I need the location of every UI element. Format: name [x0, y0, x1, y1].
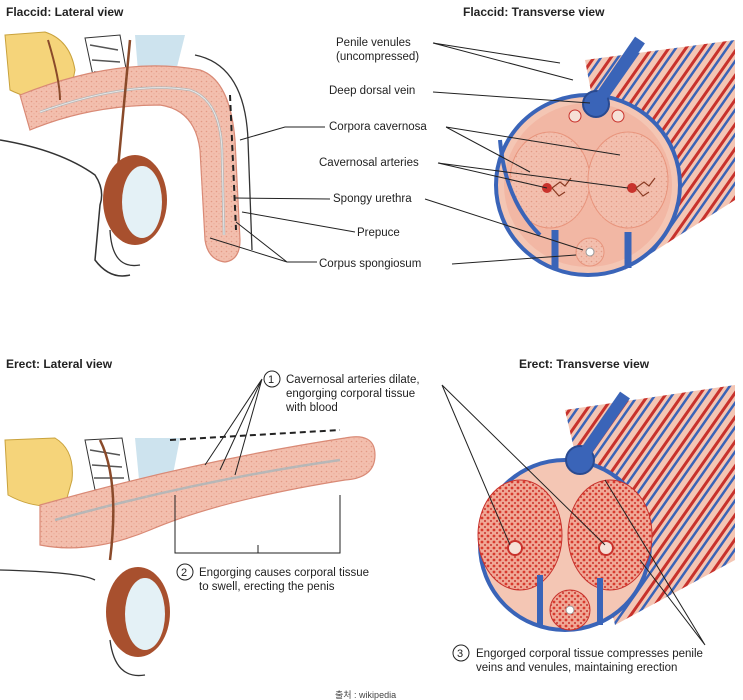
step-1: 1 Cavernosal arteries dilate, engorging … — [263, 370, 420, 414]
step-1-line-3: with blood — [285, 402, 338, 414]
flaccid-transverse-title: Flaccid: Transverse view — [463, 5, 605, 19]
erect-transverse-title: Erect: Transverse view — [519, 357, 650, 371]
erect-lateral-title: Erect: Lateral view — [6, 357, 113, 371]
erect-lateral-illustration — [0, 429, 376, 677]
flaccid-lateral-title: Flaccid: Lateral view — [6, 5, 124, 19]
erect-transverse-illustration — [477, 385, 735, 632]
erect-leader-lines — [174, 378, 706, 646]
step-3: 3 Engorged corporal tissue compresses pe… — [452, 644, 703, 674]
step-2: 2 Engorging causes corporal tissue to sw… — [176, 563, 369, 593]
step-1-number: 1 — [268, 374, 274, 386]
step-3-line-1: Engorged corporal tissue compresses peni… — [476, 648, 703, 660]
label-prepuce: Prepuce — [357, 227, 400, 239]
label-penile-venules-uncompressed: (uncompressed) — [336, 51, 419, 63]
label-corpus-spongiosum: Corpus spongiosum — [319, 258, 421, 270]
flaccid-transverse-illustration — [494, 36, 735, 277]
label-spongy-urethra: Spongy urethra — [333, 193, 412, 205]
label-corpora-cavernosa: Corpora cavernosa — [329, 121, 427, 133]
label-deep-dorsal-vein: Deep dorsal vein — [329, 85, 415, 97]
flaccid-lateral-illustration — [0, 31, 253, 277]
label-cavernosal-arteries: Cavernosal arteries — [319, 157, 419, 169]
step-2-number: 2 — [181, 567, 187, 579]
step-1-line-1: Cavernosal arteries dilate, — [286, 374, 420, 386]
step-2-line-1: Engorging causes corporal tissue — [199, 567, 369, 579]
label-penile-venules: Penile venules — [336, 37, 411, 49]
source-credit: 출처 : wikipedia — [335, 689, 396, 700]
step-3-line-2: veins and venules, maintaining erection — [476, 662, 677, 674]
step-2-line-2: to swell, erecting the penis — [199, 581, 335, 593]
flaccid-leader-lines — [209, 42, 629, 265]
step-1-line-2: engorging corporal tissue — [286, 388, 415, 400]
step-3-number: 3 — [457, 648, 463, 660]
